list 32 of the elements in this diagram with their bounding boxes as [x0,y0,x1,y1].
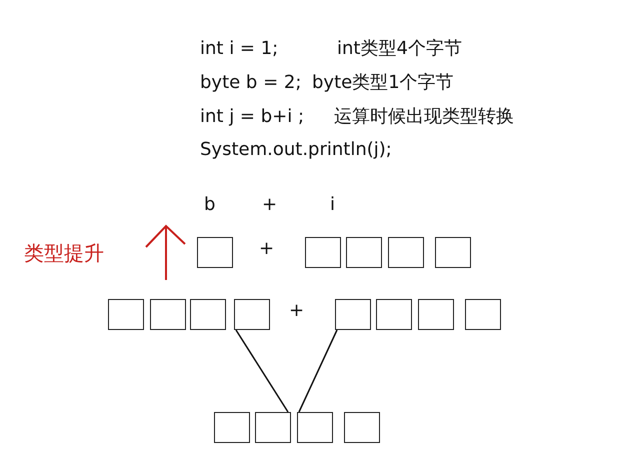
square-box [214,412,250,443]
square-box [418,299,454,330]
square-box [150,299,186,330]
variable-label: i [330,196,336,214]
square-box [255,412,291,443]
comment-text: byte类型1个字节 [312,74,454,92]
square-box [305,237,341,268]
plus-sign: + [262,196,278,214]
code-line: int i = 1; [200,40,278,58]
square-box [197,237,233,268]
annotation-text: 类型提升 [24,243,104,263]
square-box [346,237,382,268]
code-line: System.out.println(j); [200,141,392,159]
square-box [465,299,501,330]
square-box [435,237,471,268]
square-box [335,299,371,330]
square-box [190,299,226,330]
comment-text: 运算时候出现类型转换 [334,108,514,126]
square-box [376,299,412,330]
variable-label: b [204,196,216,214]
square-box [344,412,380,443]
square-box [108,299,144,330]
square-box [297,412,333,443]
plus-sign: + [289,302,304,320]
square-box [388,237,424,268]
comment-text: int类型4个字节 [337,40,462,58]
code-line: byte b = 2; [200,74,302,92]
connector-line [235,330,289,412]
square-box [234,299,270,330]
plus-sign: + [259,240,274,258]
connector-line [298,330,338,412]
code-line: int j = b+i ; [200,108,304,126]
